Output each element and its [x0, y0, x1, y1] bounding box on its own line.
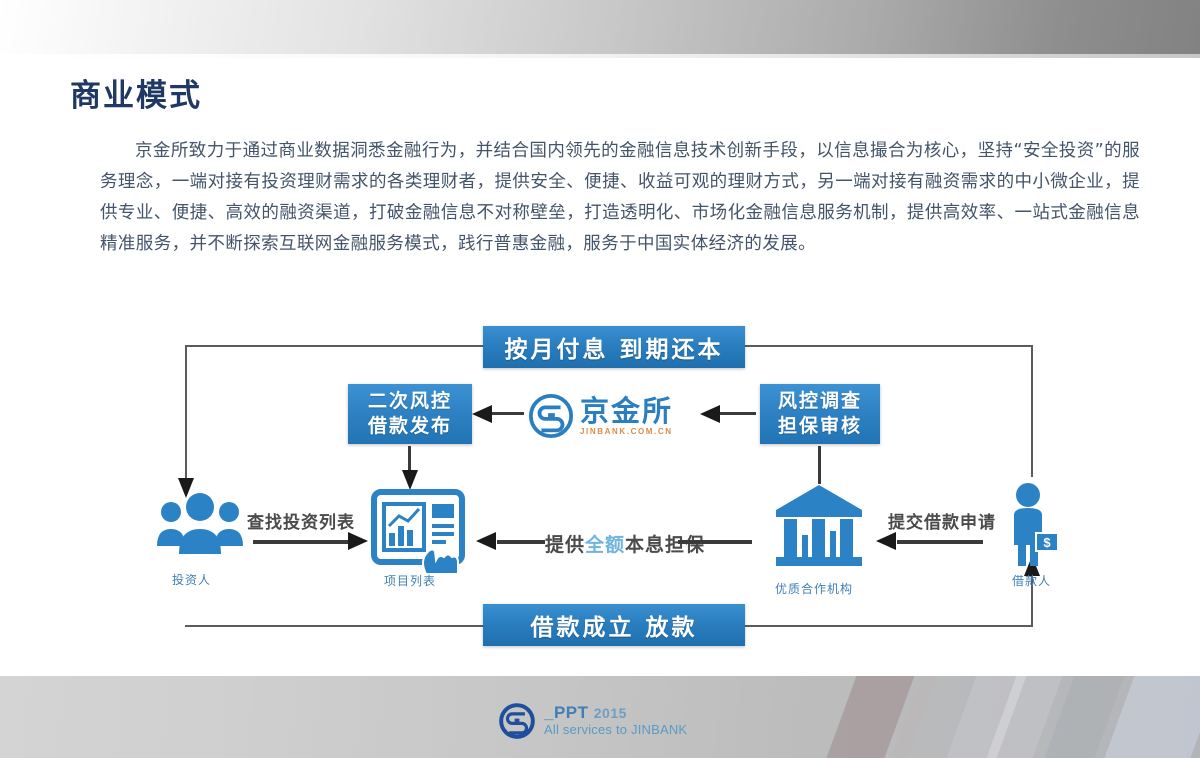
- connector-box-right-to-logo: [708, 412, 756, 415]
- label-full-guarantee: 提供全额本息担保: [545, 530, 705, 557]
- caption-partner-institution: 优质合作机构: [775, 582, 854, 596]
- box-right-line1: 风控调查: [777, 390, 862, 412]
- box-risk-investigation: 风控调查 担保审核: [760, 384, 880, 444]
- arrow-down-to-project-list: [402, 470, 418, 490]
- footer-tagline: All services to JINBANK: [544, 722, 688, 737]
- jinbank-logo: 京金所 JINBANK.COM.CN: [528, 390, 698, 442]
- connector-borrower-to-bank: [897, 540, 983, 544]
- arrow-left-to-box-left: [472, 405, 492, 423]
- arrow-left-to-bank: [876, 532, 896, 550]
- box-secondary-risk-control: 二次风控 借款发布: [348, 384, 472, 444]
- connector-bottom-right: [743, 625, 1033, 627]
- connector-guarantee-right: [678, 540, 752, 544]
- label-guarantee-prefix: 提供: [545, 534, 586, 556]
- svg-text:$: $: [1043, 535, 1051, 550]
- footer-year: 2015: [593, 705, 627, 721]
- footer-logo: _PPT 2015 All services to JINBANK: [498, 702, 687, 740]
- footer-brand-name: _PPT: [544, 703, 589, 722]
- caption-project-list: 项目列表: [384, 574, 437, 588]
- caption-borrower: 借款人: [1012, 574, 1052, 588]
- label-guarantee-suffix: 本息担保: [625, 534, 706, 556]
- connector-box-right-to-bank: [818, 446, 821, 484]
- connector-guarantee-left: [497, 540, 545, 544]
- box-right-line2: 担保审核: [777, 415, 862, 437]
- borrower-person-icon: $: [1014, 483, 1059, 566]
- arrow-down-to-investor: [178, 478, 194, 498]
- banner-loan-established: 借款成立 放款: [483, 604, 745, 646]
- logo-domain: JINBANK.COM.CN: [580, 426, 673, 436]
- footer-decorative-band: _PPT 2015 All services to JINBANK: [0, 676, 1200, 758]
- investors-group-icon: [157, 493, 243, 554]
- label-submit-loan-application: 提交借款申请: [888, 513, 996, 533]
- arrow-left-to-project: [476, 532, 496, 550]
- connector-investor-to-project: [253, 540, 351, 544]
- connector-top-left: [185, 345, 485, 347]
- footer-logo-icon: [499, 703, 535, 739]
- body-paragraph: 京金所致力于通过商业数据洞悉金融行为，并结合国内领先的金融信息技术创新手段，以信…: [100, 141, 1140, 254]
- connector-box-left-to-project: [408, 446, 411, 478]
- banner-monthly-interest: 按月付息 到期还本: [483, 326, 745, 368]
- caption-investor: 投资人: [172, 573, 212, 587]
- jinbank-logo-icon: [528, 393, 574, 439]
- box-left-line2: 借款发布: [367, 415, 452, 437]
- page-title: 商业模式: [70, 78, 202, 114]
- partner-bank-icon: [776, 485, 862, 566]
- label-find-investment-list: 查找投资列表: [247, 513, 355, 533]
- logo-chinese-name: 京金所: [580, 393, 674, 428]
- connector-bottom-left: [185, 625, 485, 627]
- footer-brand: _PPT 2015: [544, 704, 687, 722]
- connector-top-right: [743, 345, 1033, 347]
- label-guarantee-highlight: 全额: [585, 534, 626, 556]
- top-decorative-band: [0, 0, 1200, 58]
- project-list-icon: [371, 489, 465, 575]
- connector-right-bottom-vertical: [1031, 573, 1033, 627]
- box-left-line1: 二次风控: [367, 390, 452, 412]
- connector-left-vertical: [185, 345, 187, 485]
- arrow-right-to-project-list: [348, 532, 368, 550]
- arrow-left-to-logo: [700, 405, 720, 423]
- connector-logo-to-box-left: [478, 412, 524, 415]
- business-model-diagram: 按月付息 到期还本 借款成立 放款 二次风控 借款发布 风控调查 担保审核 京金…: [0, 318, 1200, 658]
- connector-right-vertical: [1031, 345, 1033, 477]
